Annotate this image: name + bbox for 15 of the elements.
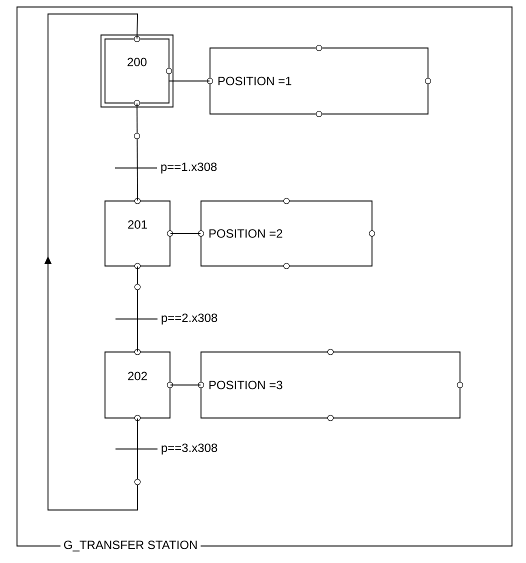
action-box: POSITION =1 [206,44,432,118]
action-link [170,233,201,234]
step-box: 201 [104,198,174,270]
transition-label: p==3.x308 [160,442,219,456]
loop-back-arrow [44,14,158,510]
action-link [170,384,201,386]
transition-label: p==2.x308 [160,312,219,326]
action-box: POSITION =3 [198,348,464,422]
action-link [169,80,210,82]
sequence-link [114,103,158,201]
action-box: POSITION =2 [198,198,376,270]
sequence-link [115,266,158,352]
initial-step-box: 200 [100,34,174,108]
step-box: 202 [104,348,174,422]
transition-label: p==1.x308 [159,162,218,174]
